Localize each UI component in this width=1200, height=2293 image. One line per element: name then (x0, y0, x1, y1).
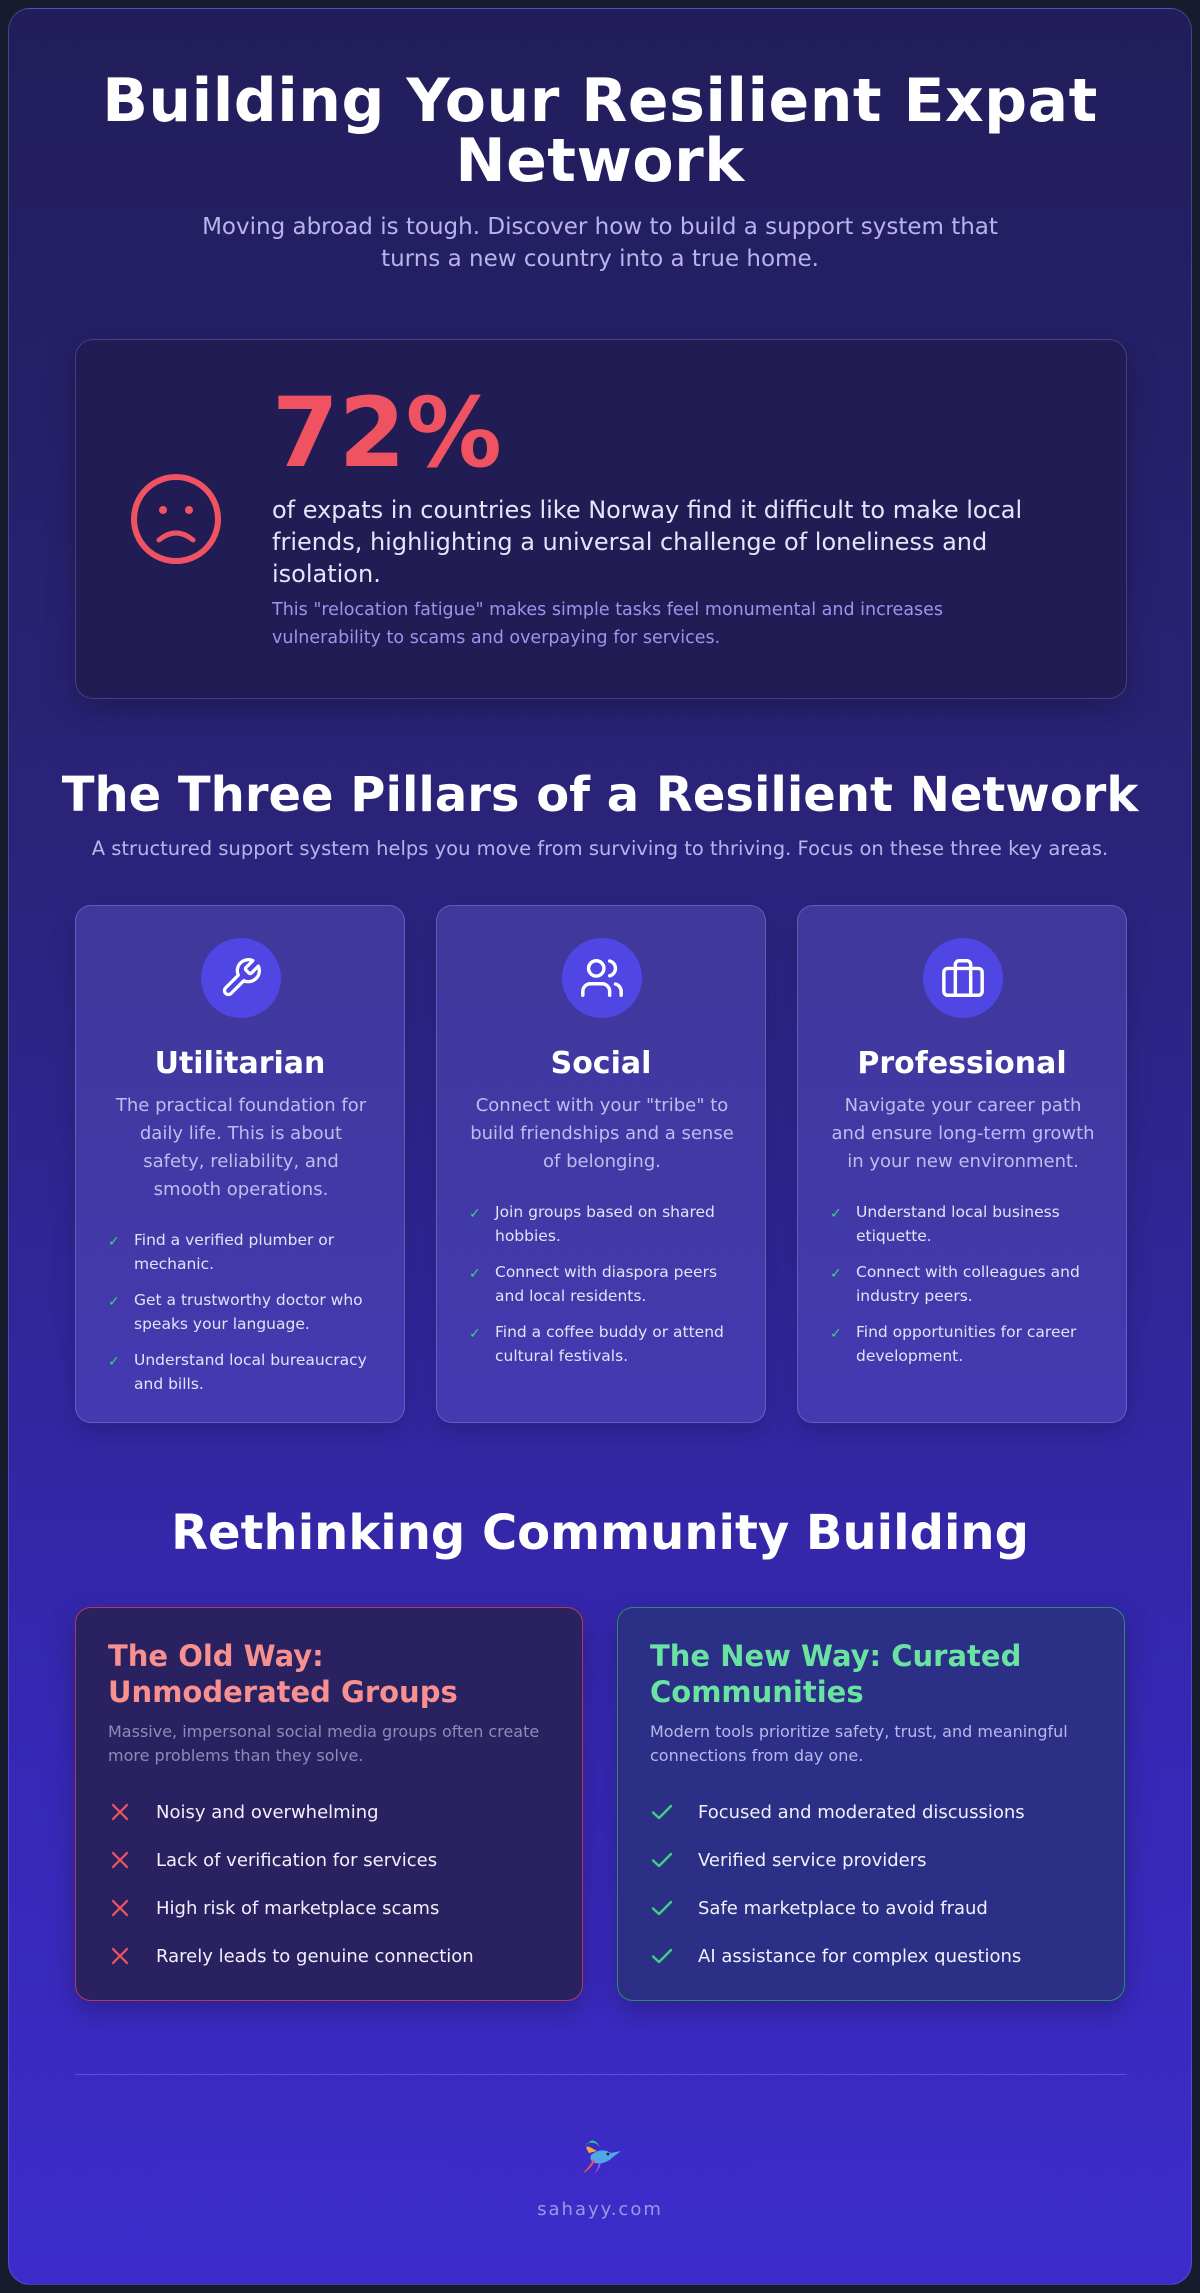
pillar-list: ✓Find a verified plumber or mechanic. ✓G… (108, 1228, 378, 1408)
check-icon (651, 1804, 673, 1820)
pillar-card-utilitarian: Utilitarian The practical foundation for… (75, 905, 405, 1423)
list-item: ✓Get a trustworthy doctor who speaks you… (108, 1291, 363, 1333)
pillars-title: The Three Pillars of a Resilient Network (61, 767, 1139, 823)
pillar-list: ✓Understand local business etiquette. ✓C… (830, 1200, 1100, 1380)
users-icon (581, 959, 623, 997)
x-icon (111, 1899, 129, 1917)
list-item: ✓Find a verified plumber or mechanic. (108, 1231, 335, 1273)
pillar-list: ✓Join groups based on shared hobbies. ✓C… (469, 1200, 739, 1380)
community-title: Rethinking Community Building (171, 1505, 1029, 1561)
pillar-card-professional: Professional Navigate your career path a… (797, 905, 1127, 1423)
pillar-title: Social (550, 1046, 652, 1081)
hummingbird-logo[interactable] (575, 2127, 629, 2181)
statistic-card: 72% of expats in countries like Norway f… (75, 339, 1127, 699)
footer-divider (75, 2074, 1127, 2075)
new-way-title: The New Way: Curated Communities (650, 1639, 1022, 1709)
pillar-title: Utilitarian (154, 1046, 326, 1081)
list-item: Rarely leads to genuine connection (108, 1932, 474, 1980)
list-item: Safe marketplace to avoid fraud (650, 1884, 1025, 1932)
list-item: ✓Find opportunities for career developme… (830, 1323, 1077, 1365)
list-item: Focused and moderated discussions (650, 1788, 1025, 1836)
hero: Building Your Resilient Expat Network Mo… (9, 71, 1191, 275)
wrench-icon (222, 958, 261, 997)
check-icon: ✓ (830, 1326, 842, 1342)
x-icon (111, 1851, 129, 1869)
new-way-card: The New Way: Curated Communities Modern … (617, 1607, 1125, 2001)
pillar-card-social: Social Connect with your "tribe" to buil… (436, 905, 766, 1423)
stat-note: This "relocation fatigue" makes simple t… (272, 600, 944, 648)
stat-number: 72% (272, 377, 502, 489)
pillar-description: Connect with your "tribe" to build frien… (470, 1095, 734, 1172)
check-icon (651, 1948, 673, 1964)
list-item: ✓Understand local business etiquette. (830, 1203, 1060, 1245)
pillar-description: The practical foundation for daily life.… (115, 1095, 367, 1200)
check-icon: ✓ (830, 1266, 842, 1282)
new-way-list: Focused and moderated discussions Verifi… (650, 1788, 1025, 1980)
x-icon (111, 1803, 129, 1821)
list-item: High risk of marketplace scams (108, 1884, 474, 1932)
list-item: ✓Connect with colleagues and industry pe… (830, 1263, 1080, 1305)
check-icon: ✓ (108, 1234, 120, 1250)
sad-face-icon (131, 474, 221, 564)
check-icon: ✓ (469, 1326, 481, 1342)
list-item: Verified service providers (650, 1836, 1025, 1884)
footer-link[interactable]: sahayy.com (537, 2199, 663, 2220)
check-icon: ✓ (108, 1294, 120, 1310)
list-item: ✓Connect with diaspora peers and local r… (469, 1263, 718, 1305)
check-icon: ✓ (108, 1354, 120, 1370)
list-item: ✓Find a coffee buddy or attend cultural … (469, 1323, 724, 1365)
old-way-card: The Old Way: Unmoderated Groups Massive,… (75, 1607, 583, 2001)
old-way-description: Massive, impersonal social media groups … (108, 1722, 540, 1765)
list-item: ✓Understand local bureaucracy and bills. (108, 1351, 367, 1393)
x-icon (111, 1947, 129, 1965)
pillar-description: Navigate your career path and ensure lon… (831, 1095, 1095, 1172)
check-icon: ✓ (469, 1206, 481, 1222)
infographic-frame: Building Your Resilient Expat Network Mo… (8, 8, 1192, 2285)
old-way-title: The Old Way: Unmoderated Groups (108, 1639, 458, 1709)
list-item: Lack of verification for services (108, 1836, 474, 1884)
check-icon: ✓ (469, 1266, 481, 1282)
old-way-list: Noisy and overwhelming Lack of verificat… (108, 1788, 474, 1980)
briefcase-icon (942, 959, 984, 997)
stat-text: of expats in countries like Norway find … (272, 496, 1023, 588)
page-title: Building Your Resilient Expat Network (102, 66, 1098, 196)
list-item: AI assistance for complex questions (650, 1932, 1025, 1980)
page-subtitle: Moving abroad is tough. Discover how to … (202, 214, 998, 272)
pillars-subtitle: A structured support system helps you mo… (91, 837, 1109, 860)
check-icon (651, 1900, 673, 1916)
check-icon (651, 1852, 673, 1868)
check-icon: ✓ (830, 1206, 842, 1222)
list-item: ✓Join groups based on shared hobbies. (469, 1203, 715, 1245)
pillar-title: Professional (857, 1046, 1067, 1081)
list-item: Noisy and overwhelming (108, 1788, 474, 1836)
new-way-description: Modern tools prioritize safety, trust, a… (650, 1722, 1068, 1765)
